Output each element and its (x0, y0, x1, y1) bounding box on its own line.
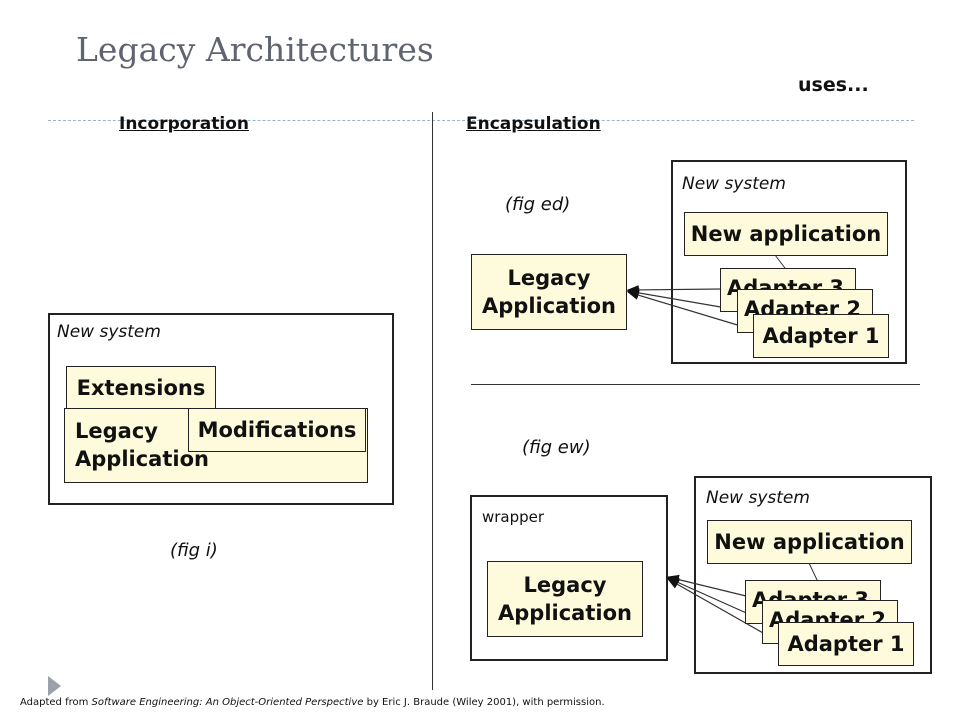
extensions-box: Extensions (66, 366, 216, 410)
adapter2-arrow (626, 288, 739, 311)
footer-suffix: by Eric J. Braude (Wiley 2001), with per… (363, 697, 605, 708)
ew-adapter3-arrow (666, 574, 747, 597)
fig-ew-new-system-label: New system (706, 488, 810, 508)
bullet-arrow-icon (48, 676, 61, 696)
fig-ed-legacy-line1: Legacy (507, 265, 591, 290)
fig-i-legacy-line2: Application (75, 447, 209, 472)
fig-ew-new-application-label: New application (714, 529, 905, 554)
section-divider (471, 384, 920, 385)
page-title: Legacy Architectures (76, 30, 434, 69)
attribution-footer: Adapted from Software Engineering: An Ob… (20, 697, 605, 708)
header-divider (48, 120, 914, 121)
fig-ed-adapter1-box: Adapter 1 (753, 314, 889, 358)
extensions-label: Extensions (76, 375, 206, 400)
column-divider (432, 112, 433, 690)
fig-ew-caption: (fig ew) (522, 437, 591, 458)
fig-i-new-system-label: New system (57, 322, 161, 342)
fig-ed-new-system-label: New system (682, 174, 786, 194)
fig-ew-adapter1-box: Adapter 1 (778, 622, 914, 666)
adapter1-arrow (626, 290, 755, 331)
fig-ed-new-application-box: New application (684, 212, 888, 256)
ew-adapter1-arrow (666, 578, 780, 643)
encapsulation-heading: Encapsulation (466, 114, 601, 134)
fig-ew-legacy-line2: Application (498, 601, 632, 625)
fig-ed-legacy-box: Legacy Application (471, 254, 627, 330)
fig-ed-caption: (fig ed) (505, 194, 571, 215)
fig-i-legacy-line1: Legacy (75, 419, 158, 443)
fig-ew-legacy-line1: Legacy (523, 572, 607, 597)
fig-ed-new-application-label: New application (690, 221, 882, 246)
ew-new-app-to-adapter-line (808, 562, 819, 583)
wrapper-label: wrapper (482, 508, 545, 526)
modifications-label: Modifications (197, 417, 357, 442)
fig-i-caption: (fig i) (170, 540, 218, 561)
adapter3-arrow (626, 285, 723, 295)
footer-book-title: Software Engineering: An Object-Oriented… (91, 697, 364, 708)
fig-ew-new-application-box: New application (707, 520, 912, 564)
fig-ed-adapter1-label: Adapter 1 (762, 323, 880, 348)
modifications-box: Modifications (188, 408, 366, 452)
fig-ew-adapter1-label: Adapter 1 (787, 631, 905, 656)
footer-prefix: Adapted from (20, 697, 92, 708)
fig-ed-legacy-line2: Application (482, 294, 616, 318)
uses-label: uses... (798, 74, 869, 96)
incorporation-heading: Incorporation (119, 114, 250, 134)
fig-ew-legacy-box: Legacy Application (487, 561, 643, 637)
